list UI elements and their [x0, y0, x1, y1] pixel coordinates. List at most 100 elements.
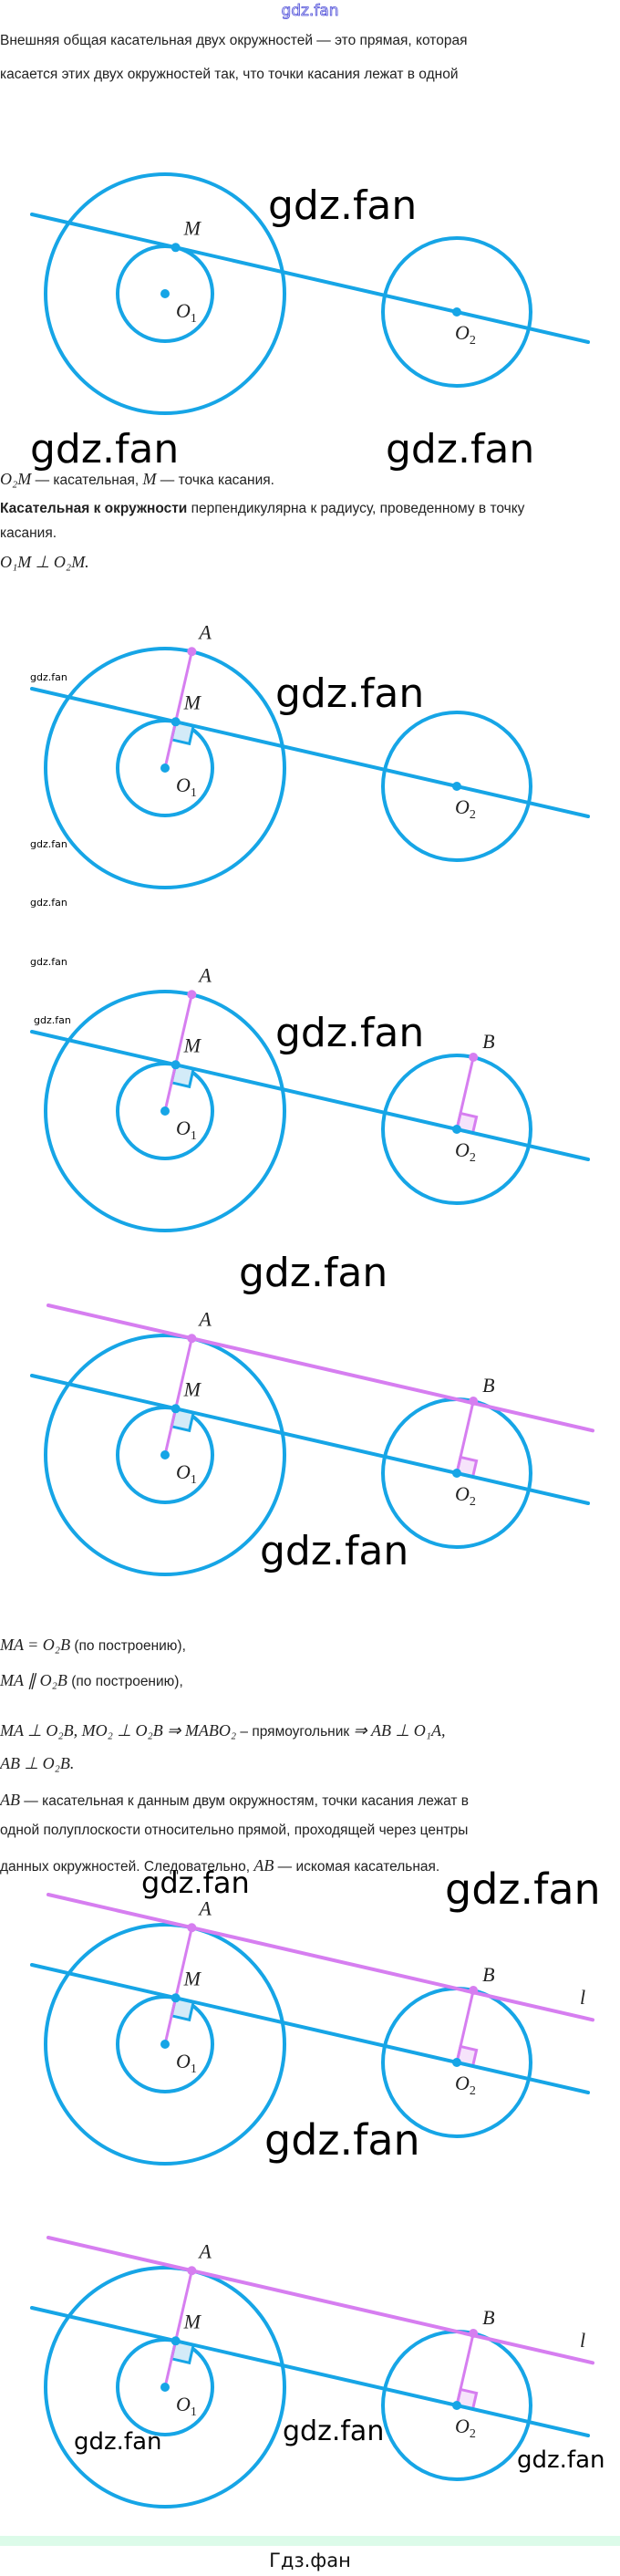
- label-M: M: [183, 1377, 202, 1400]
- label-O2: O2: [455, 1482, 476, 1509]
- proof-line-4: AB ⊥ O₂B.: [0, 1754, 75, 1772]
- label-O1: O1: [176, 774, 197, 800]
- watermark: gdz.fan: [275, 1010, 424, 1056]
- tangent-line-l: [46, 1893, 594, 2022]
- label-O2-subscript: 2: [470, 2084, 476, 2098]
- watermark: gdz.fan: [34, 1014, 71, 1026]
- label-O1-subscript: 1: [191, 2062, 197, 2076]
- label-O2: O2: [455, 2415, 476, 2441]
- large-circle: [44, 2266, 286, 2508]
- watermark: gdz.fan: [30, 671, 67, 683]
- point-M: [170, 1993, 181, 2003]
- proof-line-7: данных окружностей. Следовательно, AB — …: [0, 1856, 439, 1876]
- point-A: [187, 990, 197, 1000]
- label-O2: O2: [455, 1138, 476, 1165]
- label-B: B: [482, 2306, 494, 2329]
- point-M: [170, 2336, 181, 2346]
- large-circle: [44, 647, 286, 889]
- proof-line-2: MA ∥ O₂B (по построению),: [0, 1671, 183, 1691]
- text: — точка касания.: [156, 473, 274, 488]
- watermark: gdz.fan: [30, 956, 67, 968]
- point-O1: [160, 2383, 170, 2392]
- point-M: [170, 717, 181, 727]
- point-O1: [160, 763, 170, 773]
- intro-line-1: Внешняя общая касательная двух окружност…: [0, 33, 468, 48]
- label-O1: O1: [176, 2050, 197, 2076]
- label-M: M: [183, 691, 202, 713]
- proof-line-5: AB — касательная к данным двум окружност…: [0, 1791, 469, 1811]
- proof-line-1: MA = O₂B (по построению),: [0, 1636, 186, 1656]
- center-line: [30, 1374, 590, 1505]
- math: AB: [253, 1856, 274, 1875]
- math: MA ∥ O₂B: [0, 1671, 67, 1689]
- proof-line-6: одной полуплоскости относительно прямой,…: [0, 1823, 469, 1838]
- center-line: [30, 213, 590, 344]
- footer-band: [0, 2536, 620, 2546]
- label-M: M: [183, 2310, 202, 2332]
- point-O2: [452, 1125, 461, 1134]
- point-M: [170, 1404, 181, 1414]
- large-circle: [44, 1923, 286, 2166]
- label-O1-subscript: 1: [191, 1473, 197, 1487]
- math: AB: [0, 1791, 20, 1809]
- tangent-line-l: [46, 1304, 594, 1433]
- point-O2: [452, 782, 461, 791]
- label-A: A: [197, 963, 212, 986]
- text: перпендикулярна к радиусу, проведенному …: [187, 501, 525, 516]
- label-l: l: [580, 1986, 585, 2009]
- center-line: [30, 1963, 590, 2094]
- label-O2-subscript: 2: [470, 808, 476, 822]
- point-O1: [160, 1450, 170, 1459]
- label-O1-subscript: 1: [191, 786, 197, 800]
- point-A: [187, 2266, 197, 2276]
- label-O2-subscript: 2: [470, 1151, 476, 1165]
- label-O1-subscript: 1: [191, 1129, 197, 1143]
- label-A: A: [197, 1307, 212, 1330]
- label-M: M: [183, 1967, 202, 1989]
- center-line: [30, 687, 590, 818]
- point-A: [187, 647, 197, 657]
- site-watermark: gdz.fan: [281, 2, 339, 21]
- segment-O1A: [163, 1927, 193, 2045]
- point-A: [187, 1334, 197, 1344]
- watermark: gdz.fan: [283, 2415, 384, 2447]
- point-M: [170, 1060, 181, 1070]
- segment-O2B: [455, 1056, 475, 1130]
- point-A: [187, 1923, 197, 1933]
- watermark: gdz.fan: [141, 1865, 250, 1900]
- label-B: B: [482, 1374, 494, 1397]
- second-circle: [381, 236, 532, 388]
- footer-brand[interactable]: Гдз.фан: [269, 2550, 351, 2571]
- text: — искомая касательная.: [274, 1859, 440, 1875]
- label-l: l: [580, 2329, 585, 2352]
- segment-O1A: [163, 650, 193, 769]
- label-O1-subscript: 1: [191, 312, 197, 326]
- large-circle: [44, 990, 286, 1232]
- statement-tangent: O₂M — касательная, M — точка касания.: [0, 470, 274, 490]
- watermark: gdz.fan: [239, 1250, 388, 1296]
- point-O2: [452, 2058, 461, 2067]
- watermark: gdz.fan: [268, 182, 417, 229]
- label-O1: O1: [176, 1117, 197, 1143]
- watermark: gdz.fan: [517, 2446, 604, 2474]
- label-O1: O1: [176, 299, 197, 326]
- point-B: [469, 1986, 479, 1996]
- point-O2: [452, 2401, 461, 2410]
- large-circle: [44, 172, 286, 415]
- label-B: B: [482, 1963, 494, 1986]
- label-A: A: [197, 620, 212, 643]
- segment-O2B: [455, 1989, 475, 2063]
- label-O2: O2: [455, 795, 476, 822]
- theorem-line: Касательная к окружности перпендикулярна…: [0, 500, 524, 518]
- label-O2-subscript: 2: [470, 334, 476, 348]
- text: — касательная к данным двум окружностям,…: [20, 1793, 470, 1809]
- tangent-line-l: [46, 2236, 594, 2365]
- text: (по построению),: [67, 1674, 183, 1689]
- perpendicular-statement: O₁M ⊥ O₂M.: [0, 553, 89, 571]
- math: M: [142, 470, 157, 488]
